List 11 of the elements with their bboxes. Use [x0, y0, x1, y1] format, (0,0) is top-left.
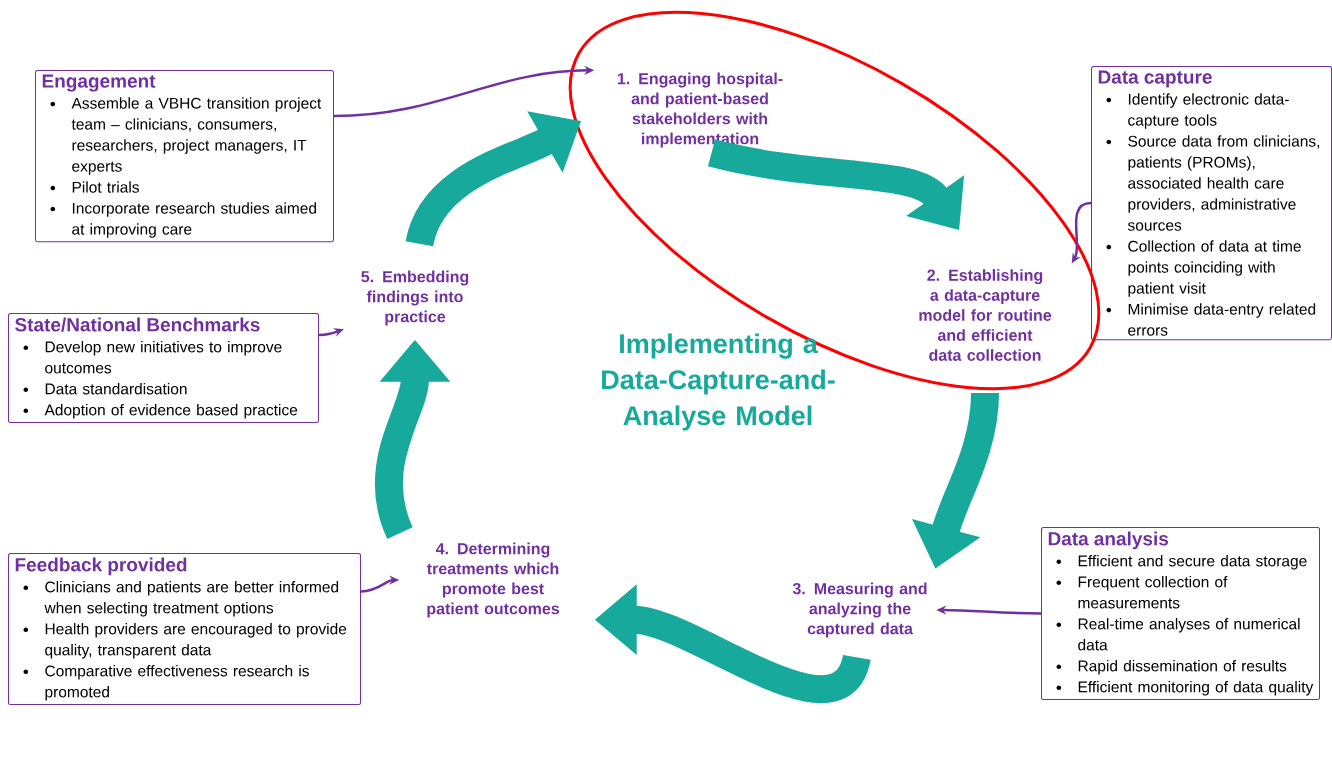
stage-label: 4. Determining treatments which promote best patient outcomes	[426, 542, 559, 618]
diagram-title: Implementing a Data-Capture-and-Analyse Model	[602, 333, 835, 431]
info-box: Data capture Identify electronic data-capture tools Source data from clinicians, patients (PROMs), associated health care providers, administrative sources Collection of data at time points coinciding with patient visit Minimise data-entry related errors	[1091, 66, 1332, 341]
stage-label: 1. Engaging hospital- and patient-based stakeholders with implementation	[617, 72, 783, 148]
info-box: Feedback provided Clinicians and patients are better informed when selecting treatment options Health providers are encouraged to provide quality, transparent data Comparative effectiveness research is promoted	[8, 553, 361, 705]
stage-label: 5. Embedding findings into practice	[361, 270, 469, 326]
info-box: Data analysis Efficient and secure data storage Frequent collection of measurements Real-time analyses of numerical data Rapid dissemination of results Efficient monitoring of data quality	[1041, 527, 1320, 700]
info-box: Engagement Assemble a VBHC transition project team – clinicians, consumers, researchers, project managers, IT experts Pilot trials Incorporate research studies aimed at improving care	[35, 70, 334, 243]
info-box: State/National Benchmarks Develop new initiatives to improve outcomes Data standardisation Adoption of evidence based practice	[8, 313, 319, 423]
stage-label: 3. Measuring and analyzing the captured data	[792, 582, 927, 638]
stage-label: 2. Establishing a data-capture model for routine and efficient data collection	[919, 269, 1052, 361]
